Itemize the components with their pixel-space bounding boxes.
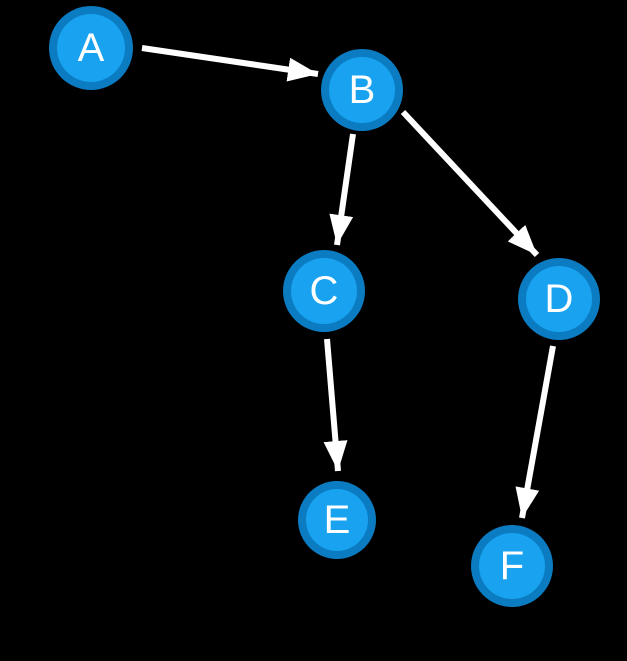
node-body bbox=[306, 489, 368, 551]
graph-edge-D-F[interactable] bbox=[515, 345, 556, 519]
node-body bbox=[291, 258, 357, 324]
nodes-layer: A B C D E F bbox=[49, 6, 600, 607]
node-body bbox=[57, 14, 125, 82]
graph-node-D[interactable]: D bbox=[518, 258, 600, 340]
node-body bbox=[329, 57, 395, 123]
graph-edge-A-B[interactable] bbox=[141, 45, 319, 82]
node-body bbox=[526, 266, 592, 332]
graph-edge-C-E[interactable] bbox=[323, 338, 348, 472]
graph-node-B[interactable]: B bbox=[321, 49, 403, 131]
graph-node-F[interactable]: F bbox=[471, 525, 553, 607]
graph-node-E[interactable]: E bbox=[298, 481, 376, 559]
graph-node-C[interactable]: C bbox=[283, 250, 365, 332]
graph-node-A[interactable]: A bbox=[49, 6, 133, 90]
node-body bbox=[479, 533, 545, 599]
graph-edge-B-D[interactable] bbox=[400, 109, 540, 258]
graph-edge-B-C[interactable] bbox=[329, 133, 356, 246]
edges-layer bbox=[141, 45, 556, 519]
